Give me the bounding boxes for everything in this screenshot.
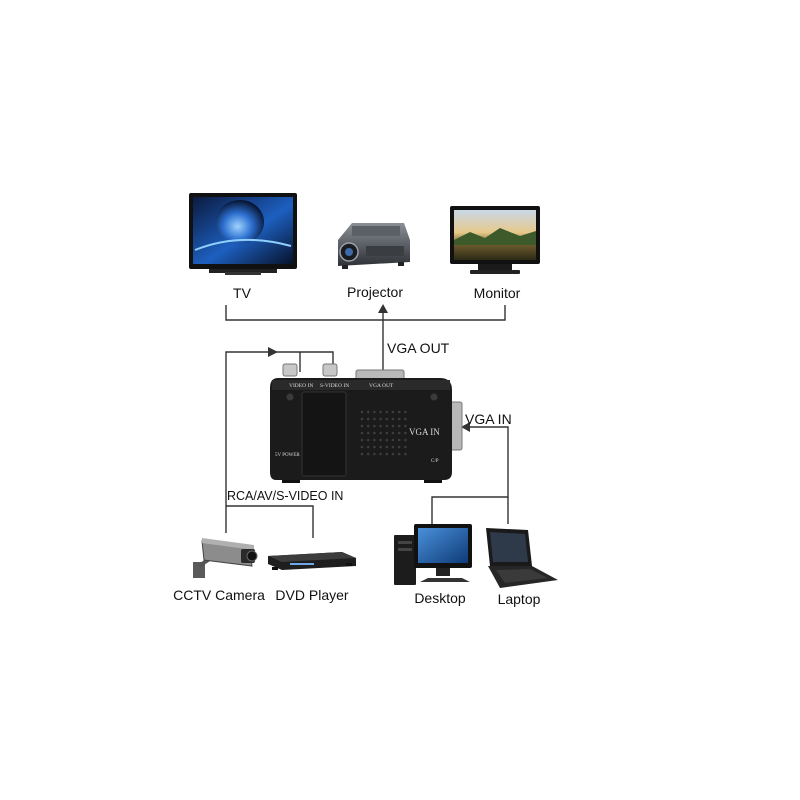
vent-hole: [366, 445, 370, 449]
port-label-vga-out: VGA OUT: [369, 383, 394, 389]
projector-label: Projector: [347, 284, 403, 300]
vent-hole: [366, 438, 370, 442]
vent-hole: [379, 438, 382, 442]
ventilation-grille: [360, 410, 407, 456]
vent-hole: [391, 417, 395, 421]
vent-hole: [373, 438, 376, 442]
port-label-video-in: VIDEO IN: [289, 383, 313, 389]
laptop-label: Laptop: [498, 591, 541, 607]
vent-hole: [379, 417, 382, 421]
vent-hole: [379, 424, 382, 428]
vent-hole: [397, 452, 401, 456]
rca-av-svideo-label: RCA/AV/S-VIDEO IN: [227, 489, 343, 503]
vent-hole: [379, 431, 382, 435]
vga-in-label: VGA IN: [465, 411, 512, 427]
dvd-player-label: DVD Player: [275, 587, 348, 603]
vent-hole: [391, 431, 395, 435]
vent-hole: [397, 410, 401, 414]
vent-hole: [379, 452, 382, 456]
desktop-label: Desktop: [414, 590, 466, 606]
vent-hole: [379, 445, 382, 449]
vga-out-label: VGA OUT: [387, 340, 450, 356]
vga-out-arrowhead: [378, 304, 388, 313]
dvd-player-icon: [268, 552, 356, 570]
video-in-line: [225, 351, 334, 533]
vga-out-bus-line: [225, 305, 506, 321]
laptop-icon: [486, 528, 558, 588]
vent-hole: [397, 438, 401, 442]
vent-hole: [360, 424, 364, 428]
cctv-camera-icon: [193, 538, 258, 578]
vent-hole: [391, 445, 395, 449]
vent-hole: [397, 431, 401, 435]
vent-hole: [385, 438, 389, 442]
vent-hole: [391, 424, 395, 428]
vent-hole: [366, 452, 370, 456]
vent-hole: [360, 431, 364, 435]
port-label-svideo-in: S-VIDEO IN: [320, 383, 349, 389]
vent-hole: [385, 424, 389, 428]
tv-label: TV: [233, 285, 252, 301]
vent-hole: [366, 417, 370, 421]
vent-hole: [373, 452, 376, 456]
vent-hole: [373, 424, 376, 428]
vent-hole: [360, 410, 364, 414]
video-in-arrowhead: [268, 347, 278, 357]
monitor-label: Monitor: [474, 285, 521, 301]
monitor-icon: [450, 206, 540, 274]
projector-icon: [338, 223, 410, 269]
power-label: 5V POWER: [275, 453, 300, 458]
vent-hole: [360, 445, 364, 449]
vent-hole: [385, 452, 389, 456]
rca-branch-line: [226, 505, 314, 538]
vent-hole: [366, 410, 370, 414]
vent-hole: [404, 452, 407, 456]
vent-hole: [404, 438, 407, 442]
vent-hole: [391, 438, 395, 442]
vent-hole: [373, 410, 376, 414]
vent-hole: [397, 417, 401, 421]
vent-hole: [385, 417, 389, 421]
vent-hole: [385, 445, 389, 449]
vent-hole: [404, 445, 407, 449]
vent-hole: [404, 410, 407, 414]
vent-hole: [360, 452, 364, 456]
vent-hole: [373, 431, 376, 435]
converter-vga-in-label: VGA IN: [409, 427, 440, 437]
vent-hole: [373, 417, 376, 421]
vent-hole: [397, 445, 401, 449]
vent-hole: [397, 424, 401, 428]
vent-hole: [391, 452, 395, 456]
tv-icon: [189, 193, 297, 275]
desktop-computer-icon: [394, 524, 472, 585]
vent-hole: [366, 431, 370, 435]
vent-hole: [385, 410, 389, 414]
vent-hole: [404, 424, 407, 428]
converter-box: [270, 363, 463, 483]
vent-hole: [366, 424, 370, 428]
vent-hole: [391, 410, 395, 414]
vent-hole: [385, 431, 389, 435]
vent-hole: [360, 417, 364, 421]
vent-hole: [373, 445, 376, 449]
vga-in-arrowhead: [461, 422, 470, 432]
vent-hole: [404, 417, 407, 421]
vent-hole: [379, 410, 382, 414]
vent-hole: [404, 431, 407, 435]
vent-hole: [360, 438, 364, 442]
cctv-camera-label: CCTV Camera: [173, 587, 265, 603]
switch-label: C/P: [431, 459, 439, 464]
